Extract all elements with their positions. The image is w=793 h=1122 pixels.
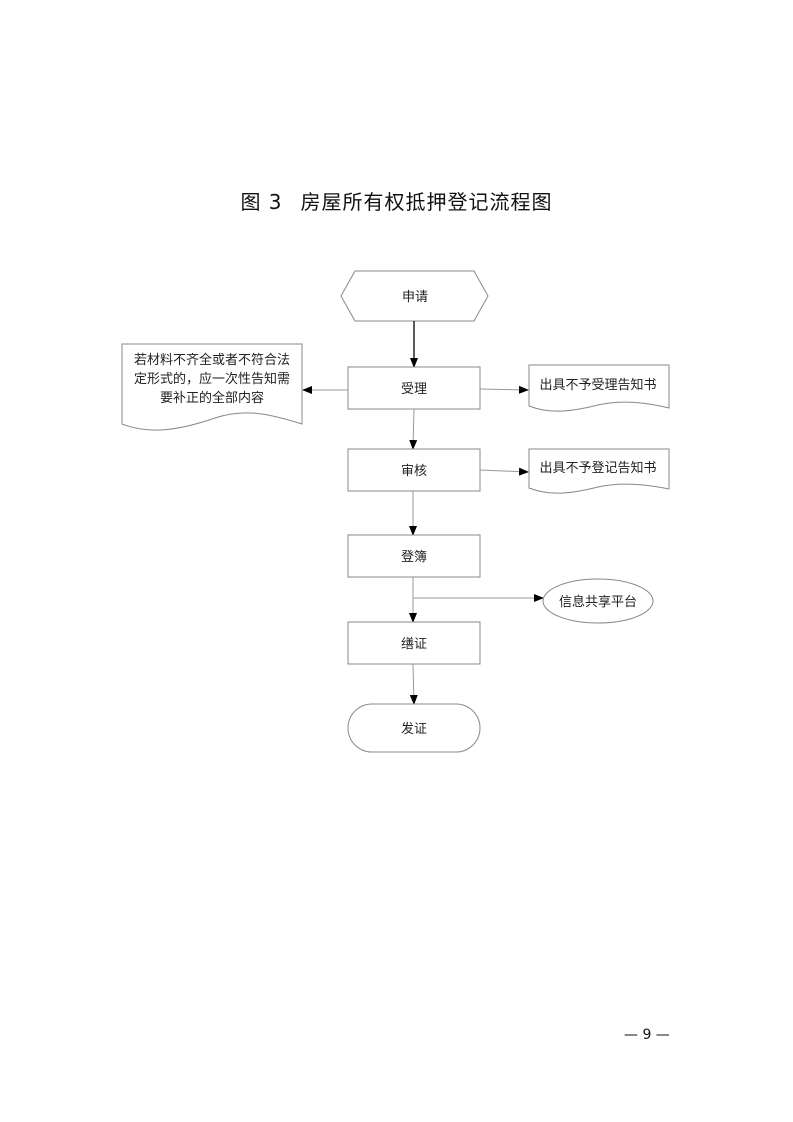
node-accept: 受理 (347, 366, 481, 410)
node-register: 登簿 (347, 534, 481, 578)
figure-label: 图 3 (240, 190, 283, 214)
supplement-line-3: 要补正的全部内容 (160, 390, 264, 406)
figure-title-text: 房屋所有权抵押登记流程图 (300, 190, 553, 214)
share-platform-label: 信息共享平台 (559, 594, 637, 610)
node-certificate-prep-label: 缮证 (401, 636, 427, 652)
node-reject-accept-notice: 出具不予受理告知书 (528, 364, 670, 412)
node-review: 审核 (347, 448, 481, 492)
node-supplement-notice: 若材料不齐全或者不符合法 定形式的，应一次性告知需 要补正的全部内容 (121, 343, 303, 431)
node-share-platform: 信息共享平台 (542, 578, 654, 624)
node-issue-label: 发证 (401, 721, 427, 737)
node-review-label: 审核 (401, 464, 427, 479)
node-certificate-prep: 缮证 (347, 621, 481, 665)
node-apply-label: 申请 (402, 290, 428, 305)
node-reject-register-notice: 出具不予登记告知书 (528, 448, 670, 494)
arrow-review-to-reject (479, 467, 529, 476)
page-number: — 9 — (624, 1027, 670, 1043)
arrow-prep-to-issue (409, 663, 418, 705)
supplement-line-1: 若材料不齐全或者不符合法 (134, 352, 290, 368)
reject-register-label: 出具不予登记告知书 (539, 460, 656, 476)
node-apply: 申请 (340, 270, 489, 322)
supplement-line-2: 定形式的，应一次性告知需 (134, 371, 290, 387)
arrow-accept-to-review (409, 408, 418, 450)
arrow-accept-to-reject (479, 385, 529, 394)
figure-title: 图 3 房屋所有权抵押登记流程图 (0, 186, 793, 215)
node-register-label: 登簿 (401, 550, 427, 565)
node-accept-label: 受理 (401, 382, 427, 397)
reject-accept-label: 出具不予受理告知书 (539, 377, 656, 393)
node-issue: 发证 (347, 703, 481, 753)
